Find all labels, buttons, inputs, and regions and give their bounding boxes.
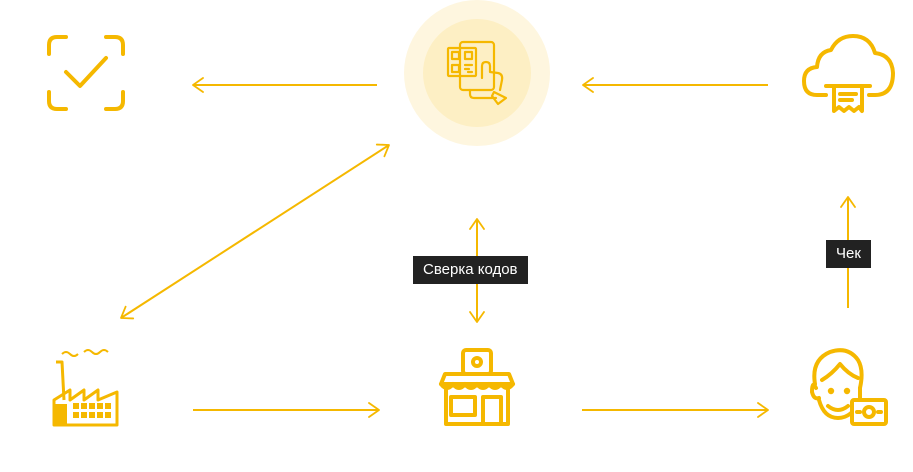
factory-icon (52, 349, 119, 427)
checkmark-frame-icon (47, 35, 125, 111)
arrow-system-factory-bidirectional (120, 143, 390, 320)
shop-icon (439, 348, 515, 426)
cloud-receipt-icon (802, 34, 895, 113)
qr-code-scanner-icon (404, 0, 550, 146)
customer-with-money-icon (810, 348, 888, 426)
code-reconciliation-label: Сверка кодов (413, 256, 528, 284)
receipt-label: Чек (826, 240, 871, 268)
